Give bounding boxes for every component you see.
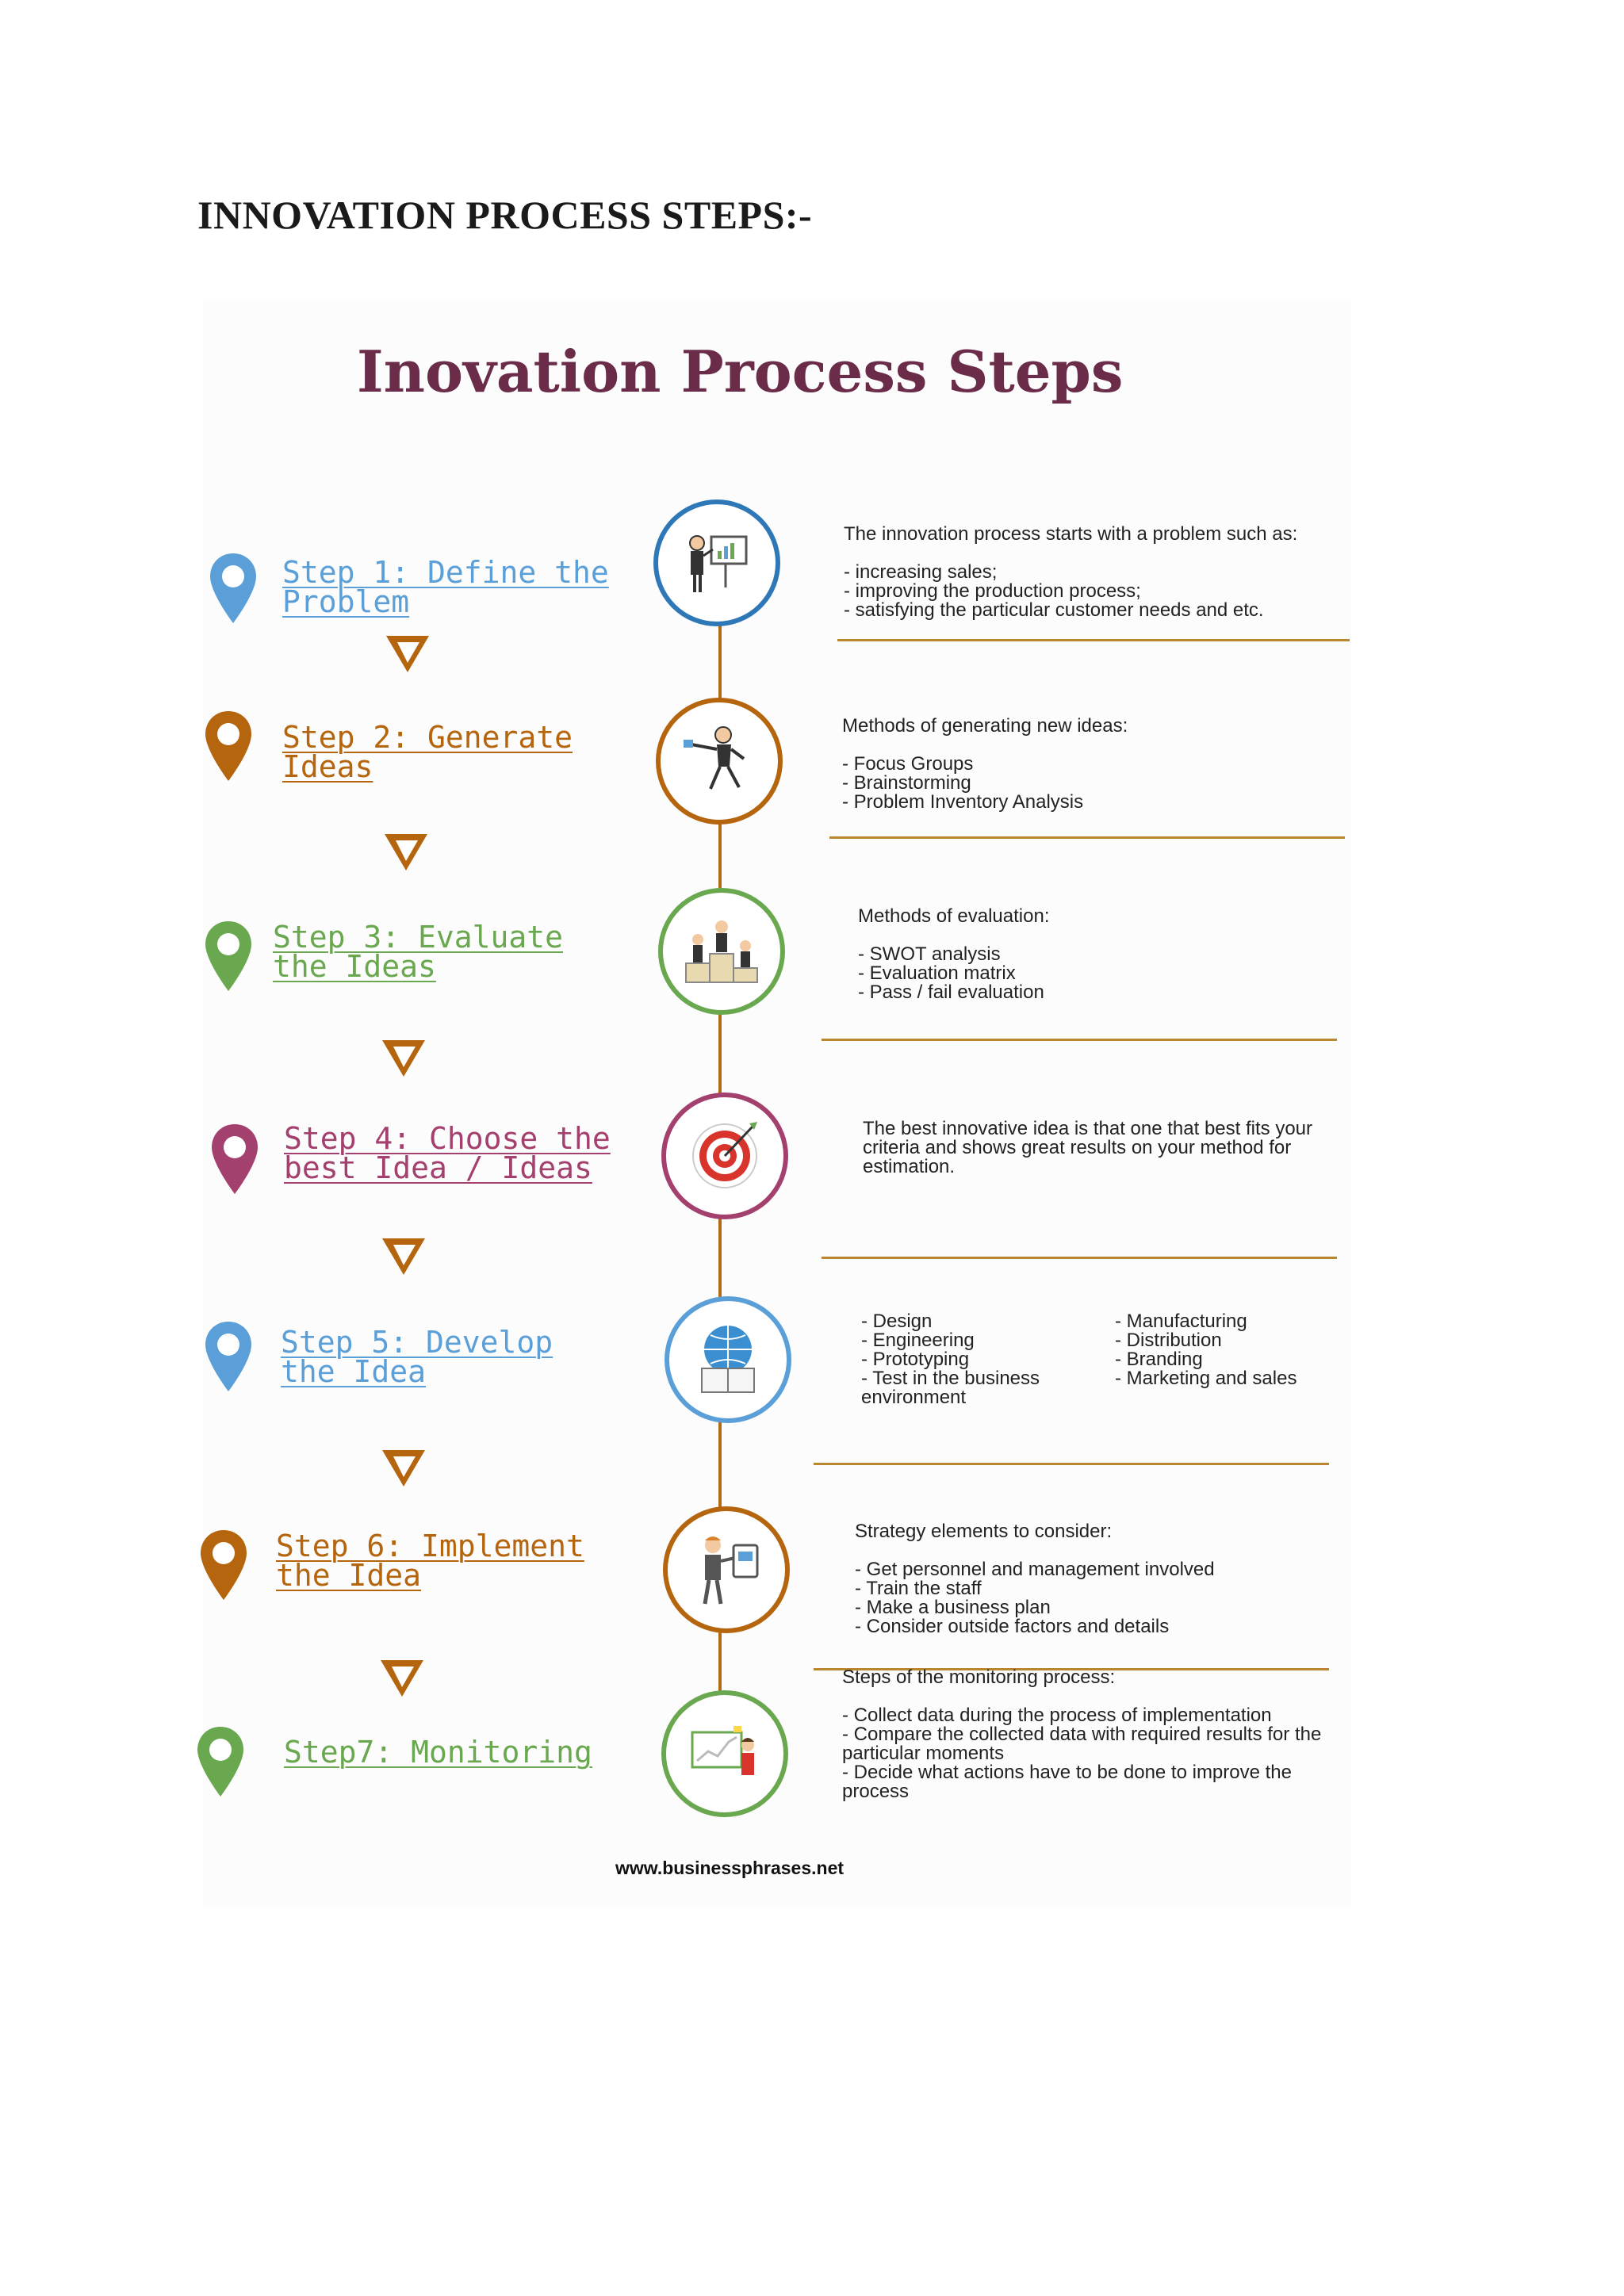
list-item: - increasing sales;: [844, 561, 998, 583]
list-item: - Evaluation matrix: [858, 962, 1016, 984]
list-item: - Test in the business environment: [861, 1368, 1040, 1408]
step-5: Step 5: Develop the Idea - Design - Engi…: [203, 1296, 1351, 1487]
location-pin-icon: [197, 1727, 243, 1797]
globe-book-icon: [701, 1326, 755, 1393]
divider: [822, 1039, 1337, 1041]
list-item: - Decide what actions have to be done to…: [842, 1762, 1292, 1802]
step-2-lead: Methods of generating new ideas:: [842, 715, 1128, 737]
divider: [837, 639, 1350, 641]
step-7-icon-circle: [661, 1690, 788, 1817]
divider: [829, 836, 1345, 839]
step-1-lead: The innovation process starts with a pro…: [844, 523, 1298, 545]
list-item: - Distribution: [1115, 1330, 1222, 1351]
infographic: Inovation Process Steps Step 1: Define t…: [197, 301, 1351, 1907]
step-7-description: Steps of the monitoring process: - Colle…: [842, 1668, 1334, 1801]
step-3-lead: Methods of evaluation:: [858, 905, 1050, 927]
down-arrow-icon: [382, 1238, 425, 1275]
step-6-title[interactable]: Step 6: Implement the Idea: [276, 1529, 584, 1593]
list-item: - Branding: [1115, 1349, 1203, 1370]
list-item: - Focus Groups: [842, 753, 974, 775]
list-item: - Problem Inventory Analysis: [842, 791, 1084, 813]
footer-url[interactable]: www.businessphrases.net: [615, 1858, 845, 1878]
step-7-lead: Steps of the monitoring process:: [842, 1667, 1116, 1688]
divider: [814, 1668, 1329, 1670]
step-6: Step 6: Implement the Idea Strategy elem…: [201, 1506, 1351, 1697]
step-1-title[interactable]: Step 1: Define the Problem: [282, 555, 609, 619]
step-4-title[interactable]: Step 4: Choose the best Idea / Ideas: [284, 1121, 611, 1185]
list-item: - Prototyping: [861, 1349, 970, 1370]
step-2-icon-circle: [656, 698, 783, 825]
location-pin-icon: [212, 1124, 258, 1194]
infographic-title: Inovation Process Steps: [357, 338, 1124, 405]
businessman-tablet-icon: [703, 1536, 759, 1605]
step-1-icon-circle: [653, 499, 780, 626]
list-item: - Consider outside factors and details: [855, 1616, 1170, 1637]
target-icon: [692, 1122, 757, 1188]
down-arrow-icon: [382, 1450, 425, 1487]
presentation-board-icon: [689, 535, 748, 592]
step-5-icon-circle: [665, 1296, 791, 1423]
list-item: - Make a business plan: [855, 1597, 1051, 1618]
list-item: - satisfying the particular customer nee…: [844, 599, 1264, 621]
list-item: - Design: [861, 1311, 933, 1332]
down-arrow-icon: [385, 834, 427, 871]
list-item: - Marketing and sales: [1115, 1368, 1297, 1389]
list-item: - improving the production process;: [844, 580, 1141, 602]
list-item: - Collect data during the process of imp…: [842, 1705, 1272, 1726]
step-3: Step 3: Evaluate the Ideas Methods of ev…: [203, 888, 1351, 1077]
step-3-icon-circle: [658, 888, 785, 1015]
list-item: - Get personnel and management involved: [855, 1559, 1215, 1580]
step-1: Step 1: Define the Problem The innovatio…: [203, 499, 1351, 674]
running-man-icon: [684, 726, 745, 790]
list-item: - Pass / fail evaluation: [858, 982, 1044, 1003]
step-7-title[interactable]: Step7: Monitoring: [284, 1735, 592, 1770]
location-pin-icon: [205, 711, 251, 781]
step-3-title[interactable]: Step 3: Evaluate the Ideas: [273, 920, 564, 984]
down-arrow-icon: [381, 1660, 423, 1697]
podium-icon: [685, 920, 758, 983]
step-4-lead: The best innovative idea is that one tha…: [863, 1118, 1312, 1177]
document-heading: INNOVATION PROCESS STEPS:-: [197, 193, 813, 237]
list-item: - Engineering: [861, 1330, 975, 1351]
step-3-description: Methods of evaluation: - SWOT analysis -…: [858, 907, 1334, 1002]
monitoring-chart-icon: [691, 1726, 754, 1775]
step-6-icon-circle: [663, 1506, 790, 1633]
step-6-description: Strategy elements to consider: - Get per…: [855, 1522, 1331, 1636]
step-5-description: - Design - Engineering - Prototyping - T…: [861, 1312, 1337, 1407]
step-7: Step7: Monitoring Steps of the monitorin…: [197, 1668, 1351, 1893]
location-pin-icon: [210, 553, 256, 623]
step-6-lead: Strategy elements to consider:: [855, 1521, 1113, 1542]
step-1-description: The innovation process starts with a pro…: [844, 525, 1335, 620]
step-2: Step 2: Generate Ideas Methods of genera…: [203, 698, 1351, 872]
list-item: - Train the staff: [855, 1578, 982, 1599]
list-item: - SWOT analysis: [858, 943, 1001, 965]
step-4-icon-circle: [661, 1093, 788, 1219]
divider: [822, 1257, 1337, 1259]
step-5-title[interactable]: Step 5: Develop the Idea: [281, 1325, 553, 1389]
list-item: - Brainstorming: [842, 772, 971, 794]
location-pin-icon: [201, 1530, 247, 1600]
down-arrow-icon: [382, 1040, 425, 1077]
step-2-title[interactable]: Step 2: Generate Ideas: [282, 720, 573, 784]
location-pin-icon: [205, 1322, 251, 1391]
list-item: - Compare the collected data with requir…: [842, 1724, 1322, 1764]
step-4: Step 4: Choose the best Idea / Ideas The…: [203, 1093, 1351, 1275]
down-arrow-icon: [386, 636, 429, 672]
list-item: - Manufacturing: [1115, 1311, 1247, 1332]
step-4-description: The best innovative idea is that one tha…: [863, 1119, 1339, 1177]
divider: [814, 1463, 1329, 1465]
location-pin-icon: [205, 921, 251, 991]
step-2-description: Methods of generating new ideas: - Focus…: [842, 717, 1334, 812]
